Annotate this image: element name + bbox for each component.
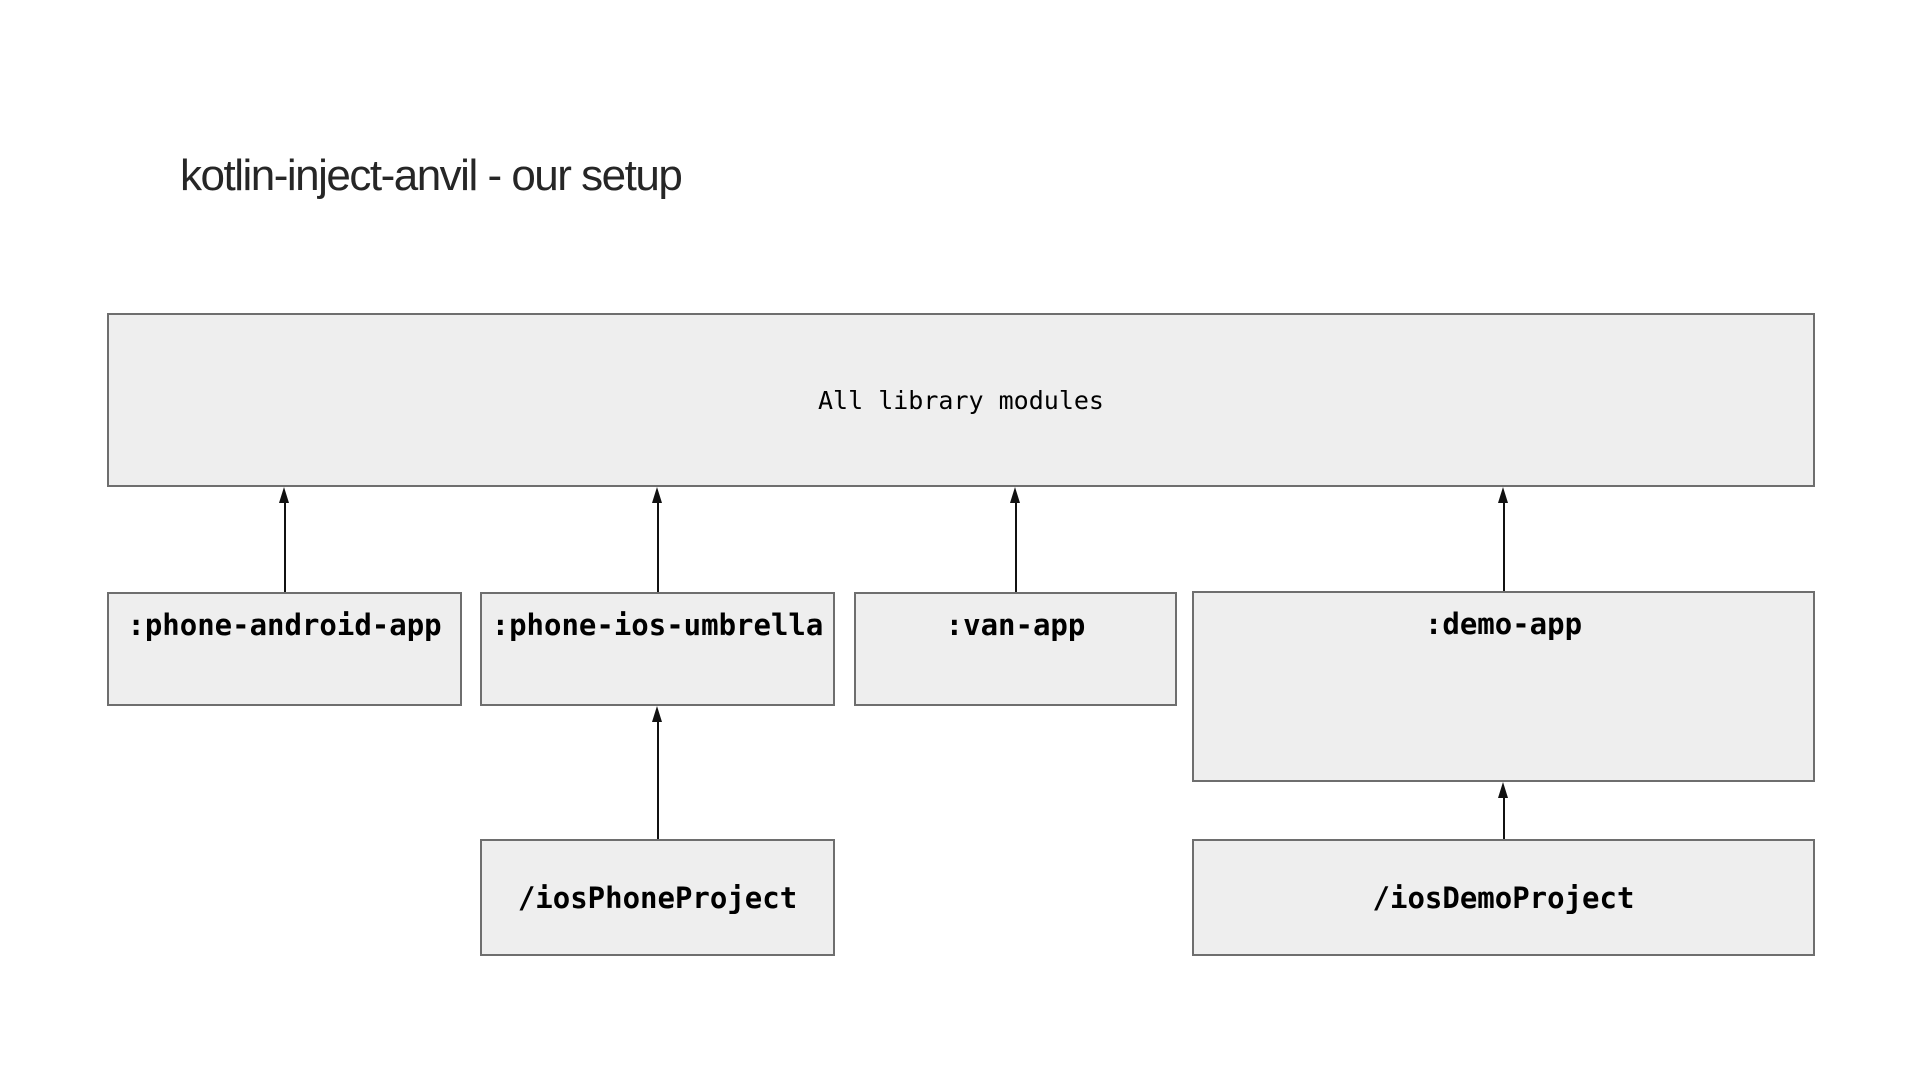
edge-line	[283, 499, 286, 592]
node-phone-android-app-label: :phone-android-app	[127, 608, 442, 642]
edge-phone-ios-umbrella-to-all-library-modules	[652, 487, 663, 592]
node-demo-app: :demo-app	[1192, 591, 1815, 782]
edge-line	[1502, 499, 1505, 591]
node-demo-app-label: :demo-app	[1424, 607, 1583, 641]
node-phone-android-app: :phone-android-app	[107, 592, 462, 706]
node-ios-demo-project: /iosDemoProject	[1192, 839, 1815, 956]
node-phone-ios-umbrella: :phone-ios-umbrella	[480, 592, 835, 706]
node-phone-ios-umbrella-label: :phone-ios-umbrella	[491, 608, 824, 642]
node-all-library-modules-label: All library modules	[818, 385, 1104, 415]
edge-phone-android-app-to-all-library-modules	[279, 487, 290, 592]
node-all-library-modules: All library modules	[107, 313, 1815, 487]
arrowhead-up-icon	[1010, 487, 1020, 503]
node-ios-phone-project: /iosPhoneProject	[480, 839, 835, 956]
arrowhead-up-icon	[652, 706, 662, 722]
edge-line	[656, 718, 659, 839]
node-ios-phone-project-label: /iosPhoneProject	[517, 880, 798, 915]
edge-demo-app-to-all-library-modules	[1498, 487, 1509, 591]
edge-line	[1502, 794, 1505, 839]
arrowhead-up-icon	[1498, 487, 1508, 503]
arrowhead-up-icon	[652, 487, 662, 503]
arrowhead-up-icon	[1498, 782, 1508, 798]
node-van-app-label: :van-app	[945, 608, 1086, 642]
edge-line	[1014, 499, 1017, 592]
edge-ios-phone-project-to-phone-ios-umbrella	[652, 706, 663, 839]
slide-title: kotlin-inject-anvil - our setup	[180, 151, 683, 200]
arrowhead-up-icon	[279, 487, 289, 503]
edge-van-app-to-all-library-modules	[1010, 487, 1021, 592]
edge-ios-demo-project-to-demo-app	[1498, 782, 1509, 839]
node-ios-demo-project-label: /iosDemoProject	[1372, 880, 1635, 915]
node-van-app: :van-app	[854, 592, 1177, 706]
edge-line	[656, 499, 659, 592]
